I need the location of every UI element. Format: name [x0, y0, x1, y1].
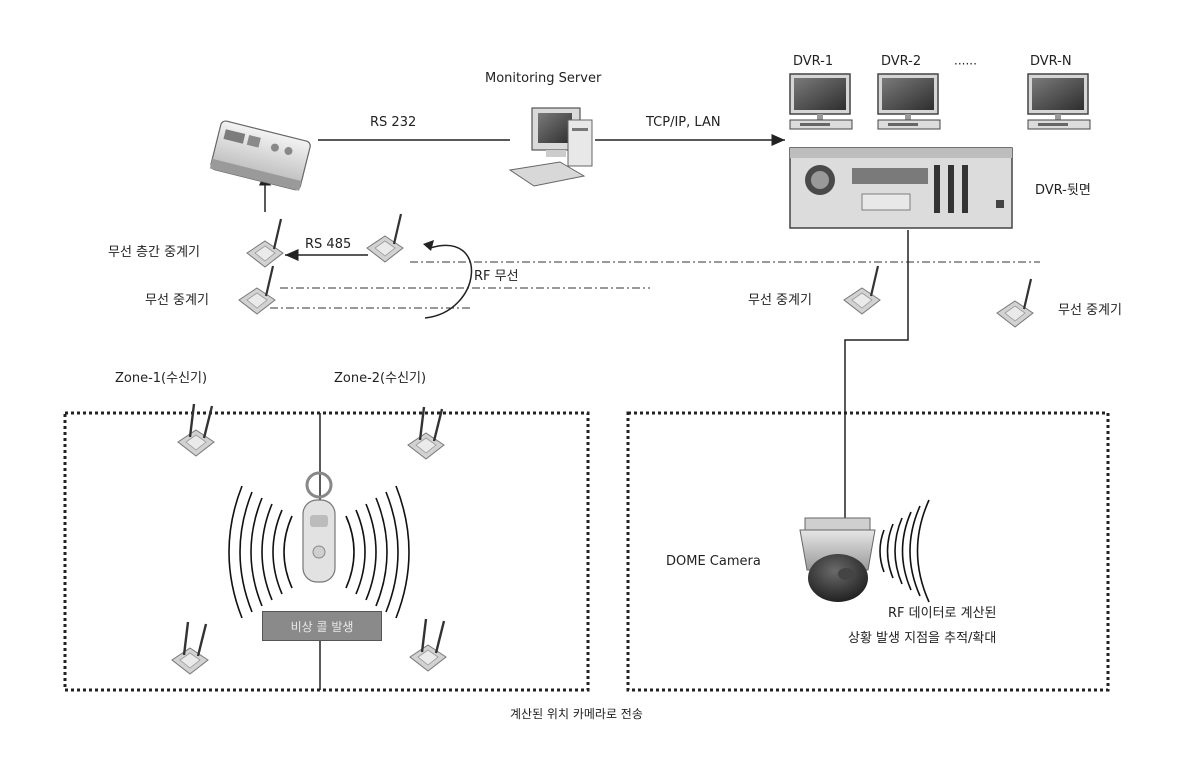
- wireless-repeater-icon: [842, 264, 882, 316]
- rf-calc-line1: RF 데이터로 계산된: [888, 606, 997, 621]
- zone-receiver-icon: [176, 402, 216, 458]
- monitoring-server-label: Monitoring Server: [485, 71, 602, 86]
- repeater-center-label: 무선 중계기: [748, 293, 812, 308]
- floor-repeater-label: 무선 층간 중계기: [108, 245, 200, 260]
- wireless-repeater-icon: [245, 217, 285, 269]
- zone2-label: Zone-2(수신기): [334, 371, 427, 386]
- emergency-call-badge: 비상 콜 발생: [262, 611, 382, 641]
- controller-box-icon: [209, 120, 311, 191]
- dvr1-label: DVR-1: [793, 54, 834, 69]
- dvr-ellipsis: ······: [954, 57, 977, 71]
- zone-receiver-icon: [406, 405, 446, 461]
- monitoring-server-icon: [508, 107, 593, 187]
- radio-waves-tag: [228, 485, 410, 619]
- dome-camera-label: DOME Camera: [666, 554, 761, 569]
- dvr2-label: DVR-2: [881, 54, 922, 69]
- camera-area-right: [626, 411, 1110, 692]
- repeater-left-label: 무선 중계기: [145, 293, 209, 308]
- dvrn-label: DVR-N: [1030, 54, 1072, 69]
- wireless-repeater-icon: [995, 277, 1035, 329]
- dvr-monitor-icon: [877, 73, 941, 130]
- dvr-rear-panel-icon: [789, 147, 1013, 229]
- rs232-label: RS 232: [370, 115, 417, 130]
- dvr-monitor-icon: [789, 73, 853, 130]
- dome-camera-icon: [799, 517, 876, 602]
- wireless-repeater-icon: [365, 212, 405, 264]
- dvr-monitor-icon: [1027, 73, 1091, 130]
- emergency-tag-icon: [302, 471, 336, 583]
- zone-receiver-icon: [170, 620, 210, 676]
- tcpip-lan-label: TCP/IP, LAN: [646, 115, 721, 130]
- rf-calc-line2: 상황 발생 지점을 추적/확대: [848, 631, 997, 646]
- rf-links: [270, 261, 1040, 309]
- radio-waves-camera: [879, 499, 930, 603]
- rs485-label: RS 485: [305, 237, 352, 252]
- zone1-label: Zone-1(수신기): [115, 371, 208, 386]
- wireless-repeater-icon: [237, 264, 277, 316]
- dvr-camera-line: [844, 230, 909, 520]
- zone-receiver-icon: [408, 617, 448, 673]
- zone-area-left: [63, 411, 590, 692]
- bottom-caption: 계산된 위치 카메라로 전송: [510, 707, 643, 721]
- repeater-right-label: 무선 중계기: [1058, 303, 1122, 318]
- rf-loop-arrow: [424, 244, 473, 319]
- rf-wireless-label: RF 무선: [474, 269, 519, 284]
- dvr-rear-label: DVR-뒷면: [1035, 183, 1091, 198]
